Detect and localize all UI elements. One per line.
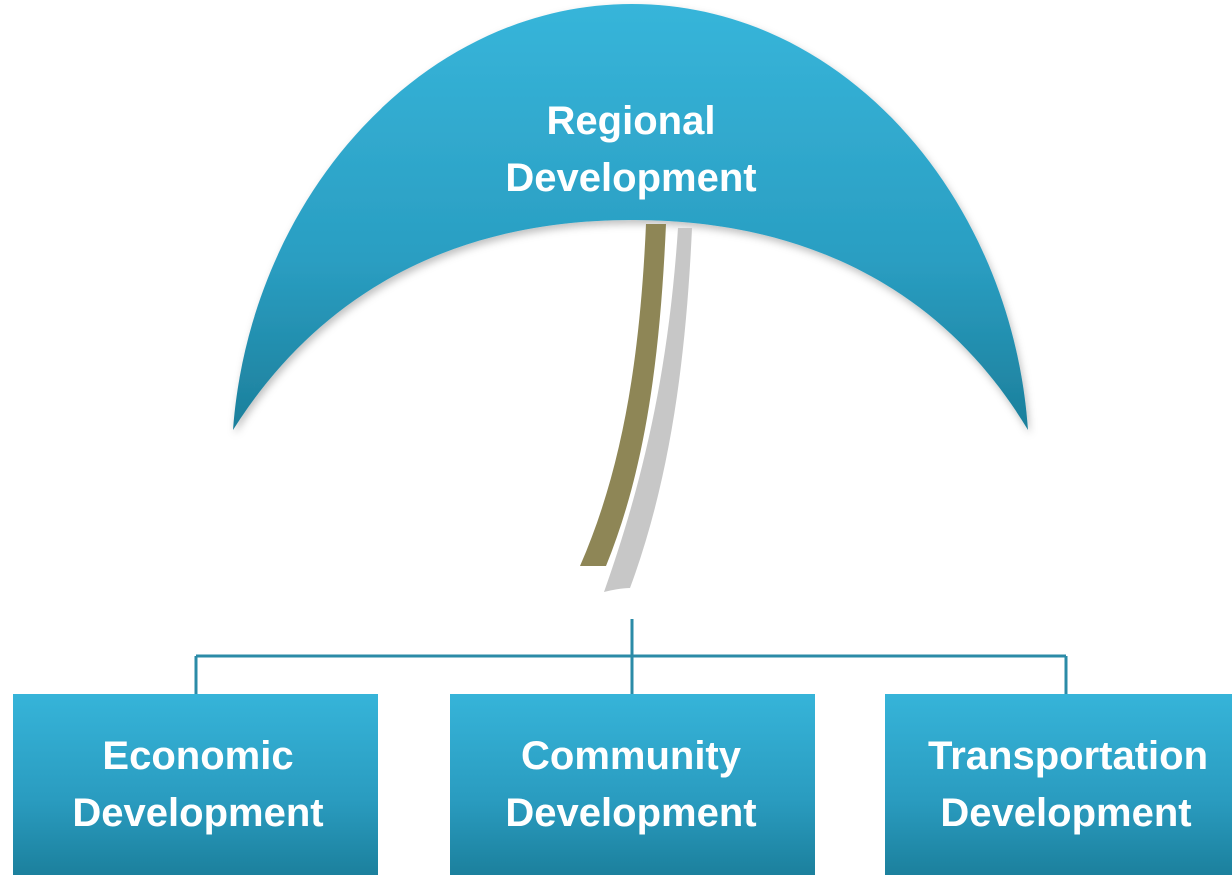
box-community: [450, 694, 815, 875]
stem-gray: [604, 228, 692, 592]
transportation-label-line1: Transportation: [928, 734, 1208, 778]
umbrella-canopy: [233, 4, 1028, 430]
box-economic: [13, 694, 378, 875]
root-label-line1: Regional: [547, 99, 716, 143]
connector-lines: [194, 619, 1068, 694]
stem-olive: [580, 224, 666, 566]
transportation-label-line2: Development: [940, 791, 1191, 835]
economic-label-line1: Economic: [102, 734, 293, 778]
community-label-line2: Development: [505, 791, 756, 835]
economic-label-line2: Development: [72, 791, 323, 835]
root-label-line2: Development: [505, 156, 756, 200]
box-transportation: [885, 694, 1232, 875]
community-label-line1: Community: [521, 734, 742, 778]
